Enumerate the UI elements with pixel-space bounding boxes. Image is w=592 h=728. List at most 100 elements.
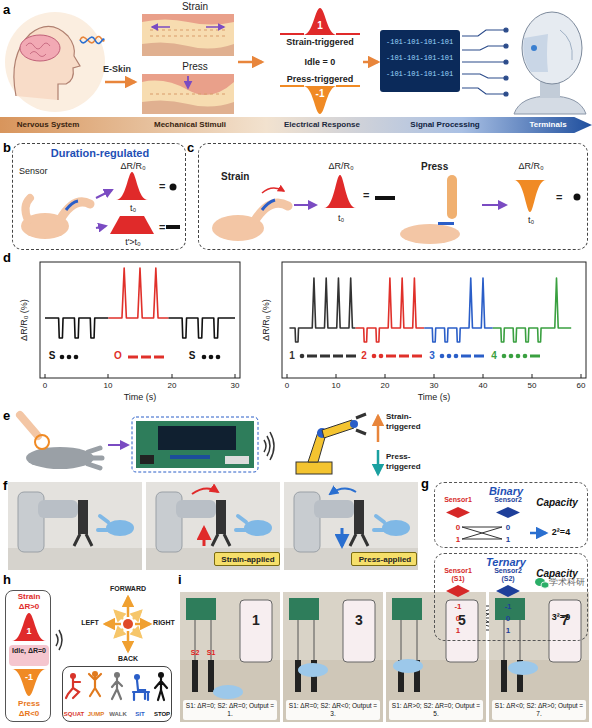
binary-code: -101-101-101-101 <box>386 38 453 46</box>
press-hand <box>400 224 460 244</box>
signal-wires <box>504 92 508 96</box>
skin-layers <box>142 14 234 114</box>
node-text: = <box>556 191 562 204</box>
node-outline <box>303 86 337 114</box>
dash-symbol <box>346 355 356 358</box>
photo <box>180 660 280 722</box>
arrow <box>377 416 380 442</box>
gripper <box>78 500 88 534</box>
signal-key-box: Strain ΔR>0Press ΔR<01Idle, ΔR=0-1 <box>5 590 51 722</box>
sensor-diamond: Sensor1(S1) <box>438 567 478 598</box>
node-text: = <box>159 180 165 193</box>
direction-compass <box>135 623 150 626</box>
skin-layers <box>142 74 234 114</box>
hand <box>262 188 284 193</box>
node-text: Press-applied <box>359 555 411 565</box>
dash-symbol <box>307 355 317 358</box>
node-text: t₀ <box>338 213 344 224</box>
glove-hand <box>88 448 102 468</box>
idle-box: Idle, ΔR=0 <box>9 645 49 666</box>
axis-title: ΔR/R₀ (%) <box>261 299 272 341</box>
node-text: 1 <box>26 626 31 637</box>
photo <box>489 592 589 722</box>
chart-frame <box>287 374 581 378</box>
node-text: Strain-applied <box>221 555 274 565</box>
signal-trace <box>45 318 108 338</box>
dot-symbol <box>170 184 177 191</box>
skin-layers <box>150 30 226 36</box>
text-label: RIGHT <box>153 619 175 627</box>
dash-symbol <box>128 356 138 359</box>
dot-symbol <box>440 354 445 359</box>
signal-wires <box>462 30 506 36</box>
circuit-board <box>225 456 249 464</box>
node-text: t₀ <box>528 215 534 226</box>
dot-symbol <box>372 354 377 359</box>
photo <box>180 592 280 722</box>
node-shape <box>438 507 478 518</box>
photo <box>386 592 486 722</box>
dash-symbol <box>154 356 164 359</box>
axis-title: Time (s) <box>418 392 451 403</box>
skin-layers <box>142 14 234 56</box>
strain-peak <box>324 175 356 208</box>
axis-tick: 30 <box>430 381 439 391</box>
skin-layers <box>142 14 234 25</box>
panel-letter: b <box>3 140 11 156</box>
glove <box>236 516 246 530</box>
axis-tick: 20 <box>381 381 390 391</box>
robot-head <box>523 34 548 72</box>
node-outline <box>12 669 46 696</box>
glove-hand <box>35 435 49 449</box>
panel-box: StrainΔR/R₀t₀=PressΔR/R₀t₀= <box>198 143 588 250</box>
sensor-strip <box>192 660 198 692</box>
node-text: WALK <box>109 711 127 718</box>
signal-wires <box>462 46 506 50</box>
signal-wires <box>462 28 508 96</box>
arrow <box>482 204 506 206</box>
node-text: 0 <box>506 523 510 533</box>
chart-frame <box>282 262 586 378</box>
chart-frame <box>45 374 235 378</box>
text-label: Press <box>182 61 208 73</box>
hand <box>21 198 90 239</box>
node-text: ΔR/R₀ <box>120 161 145 172</box>
node-text: Strain ΔR>0 <box>8 592 50 611</box>
wire <box>504 620 520 660</box>
text-label: LEFT <box>81 619 99 627</box>
press-hand <box>447 180 457 214</box>
dot-symbol <box>202 355 207 360</box>
axis-tick: 10 <box>104 381 113 391</box>
circuit-board <box>140 455 154 464</box>
direction-compass <box>105 623 121 626</box>
signal-trace <box>289 278 355 342</box>
text-label: S <box>189 350 196 362</box>
text-label: O <box>114 350 122 362</box>
node-text: = <box>363 189 369 202</box>
axis-tick: 40 <box>479 381 488 391</box>
node-text: -1 <box>504 602 511 612</box>
node-text: Capacity <box>536 497 578 509</box>
skin-layers <box>150 94 226 95</box>
dash-symbol <box>333 355 343 358</box>
gripper <box>216 500 226 534</box>
phone <box>240 600 272 662</box>
dash-symbol <box>461 355 471 358</box>
gripper <box>212 534 230 546</box>
signal-wires <box>504 60 508 64</box>
watermark-icon <box>535 578 549 588</box>
node-outline <box>446 507 470 518</box>
node-text: 1 <box>506 626 510 636</box>
process-band: Nervous SystemMechanical StimuliElectric… <box>0 117 592 133</box>
nervous-system-art <box>5 12 105 112</box>
node-text: S1: ΔR=0; S2: ΔR=0; Output = 1. <box>185 702 275 718</box>
node-text: ΔR/R₀ <box>518 161 543 172</box>
node-text: -1 <box>454 602 461 612</box>
text-label: E-Skin <box>103 64 131 75</box>
panel-letter: c <box>187 140 194 156</box>
photo <box>386 660 486 722</box>
glove <box>106 520 134 536</box>
dash-symbol <box>530 355 540 358</box>
screen-digit: 1 <box>252 612 260 629</box>
